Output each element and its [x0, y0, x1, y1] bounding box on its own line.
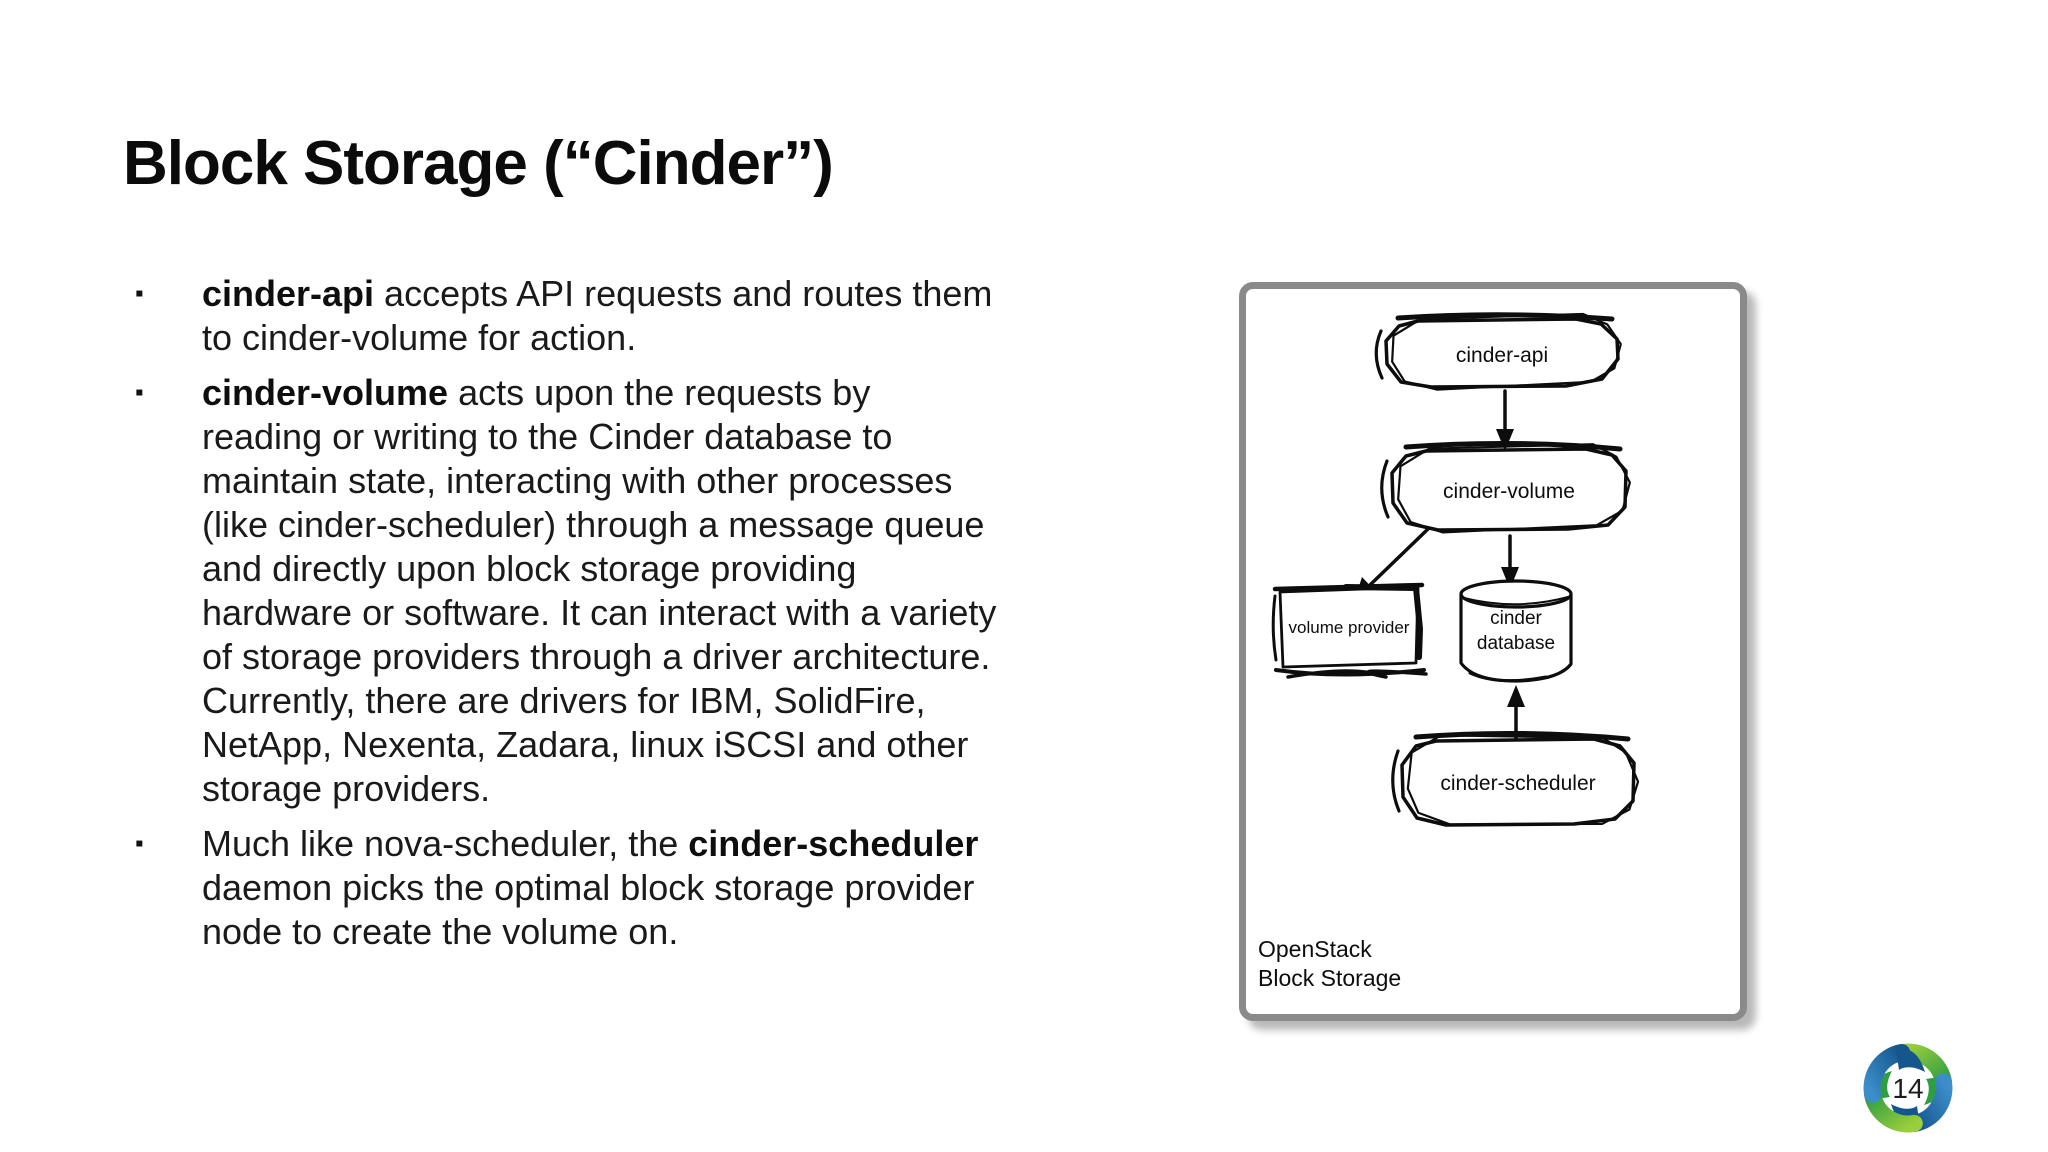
architecture-diagram: cinder-api cinder-volume: [1239, 282, 1747, 1021]
bullet-item-cinder-volume: ▪ cinder-volume acts upon the requests b…: [135, 371, 999, 811]
logo-center-circle: [1881, 1061, 1935, 1115]
logo-swoosh-nw: [1863, 1044, 1925, 1103]
diagram-label-volume-provider: volume provider: [1289, 618, 1410, 637]
diagram-node-cinder-database: cinder database: [1459, 579, 1573, 683]
diagram-node-cinder-scheduler: cinder-scheduler: [1391, 730, 1640, 827]
page-title: Block Storage (“Cinder”): [123, 128, 834, 198]
bullet-text: cinder-volume acts upon the requests by …: [202, 372, 997, 809]
diagram-caption-line1: OpenStack: [1258, 936, 1372, 962]
diagram-node-cinder-api: cinder-api: [1374, 312, 1622, 391]
diagram-label-cinder-database-2: database: [1477, 633, 1555, 654]
bullet-text: cinder-api accepts API requests and rout…: [202, 273, 993, 358]
diagram-caption-line2: Block Storage: [1258, 965, 1401, 991]
diagram-label-cinder-database-1: cinder: [1490, 608, 1542, 629]
bullet-marker: ▪: [135, 379, 144, 406]
bullet-item-cinder-api: ▪ cinder-api accepts API requests and ro…: [135, 272, 999, 360]
arrow-api-to-volume: [1496, 389, 1514, 451]
openstack-swirl-logo: 14: [1863, 1043, 1953, 1133]
arrow-volume-to-database: [1501, 534, 1519, 589]
bullet-marker: ▪: [135, 280, 144, 307]
bullet-list: ▪ cinder-api accepts API requests and ro…: [135, 272, 999, 965]
bullet-item-cinder-scheduler: ▪ Much like nova-scheduler, the cinder-s…: [135, 822, 999, 954]
diagram-canvas: cinder-api cinder-volume: [1258, 312, 1640, 991]
diagram-label-cinder-scheduler: cinder-scheduler: [1440, 772, 1595, 795]
diagram-label-cinder-volume: cinder-volume: [1443, 480, 1575, 503]
page-number-badge: 14: [1858, 1038, 1958, 1138]
diagram-node-volume-provider: volume provider: [1271, 582, 1428, 679]
bullet-text: Much like nova-scheduler, the cinder-sch…: [202, 823, 979, 952]
page-number: 14: [1892, 1073, 1923, 1104]
bullet-marker: ▪: [135, 830, 144, 857]
diagram-node-cinder-volume: cinder-volume: [1380, 440, 1631, 534]
diagram-label-cinder-api: cinder-api: [1456, 344, 1548, 367]
